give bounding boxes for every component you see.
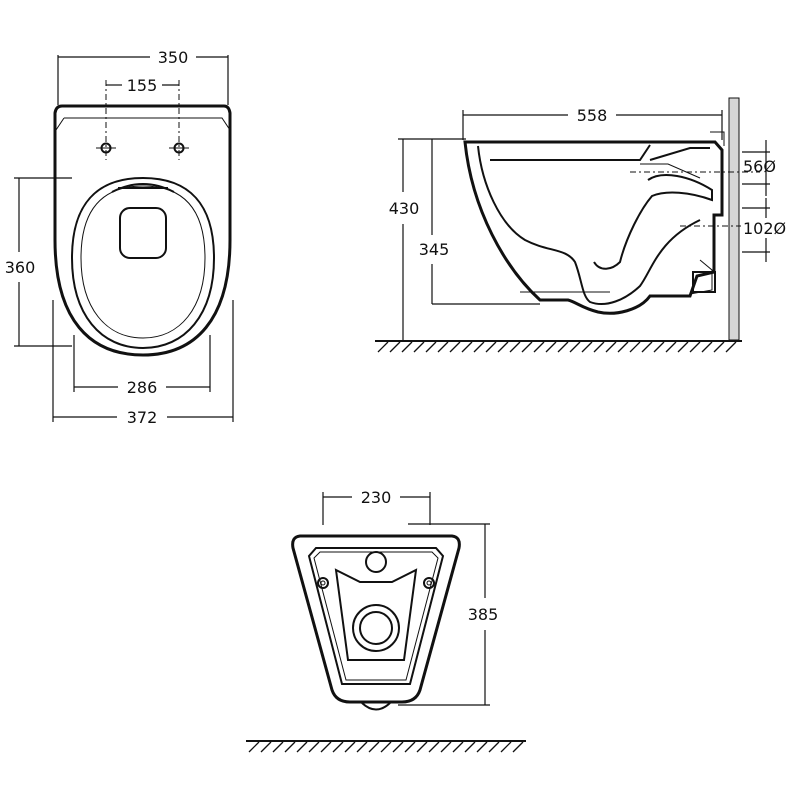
top-view-tank-opening <box>119 207 167 259</box>
top-view-seat-outer <box>70 176 216 350</box>
back-view-inner-panel <box>307 547 445 685</box>
side-view: 558 430 345 56Ø 102Ø <box>375 97 799 353</box>
outlet-diameter-dimension: 102Ø <box>743 219 786 238</box>
side-height-dimension: 430 <box>389 199 420 218</box>
back-view: 230 385 <box>246 488 526 753</box>
side-view-rim <box>490 144 710 161</box>
wall <box>728 97 740 341</box>
top-view-rim-line <box>55 117 231 131</box>
back-bolt-left-icon <box>317 577 329 589</box>
outer-width-dimension: 372 <box>127 408 158 427</box>
inlet-diameter-dimension: 56Ø <box>743 157 776 176</box>
back-height-dimension: 385 <box>468 605 499 624</box>
top-view-seat-inner <box>80 185 206 339</box>
top-depth-dimension: 360 <box>5 258 36 277</box>
side-view-bowl-outline <box>463 140 724 315</box>
back-view-outline <box>291 534 461 704</box>
side-inner-height-dimension: 345 <box>419 240 450 259</box>
side-view-inner-bowl <box>477 145 701 305</box>
side-floor-hatch <box>377 341 737 353</box>
inner-width-dimension: 286 <box>127 378 158 397</box>
bolt-spacing-dimension: 155 <box>127 76 158 95</box>
back-floor-hatch <box>248 741 524 753</box>
top-view: 350 155 360 286 372 <box>5 48 234 427</box>
top-view-bowl-outline <box>53 104 232 357</box>
back-view-inlet-icon <box>365 551 387 573</box>
top-view-seat-hinge <box>111 183 175 193</box>
side-length-dimension: 558 <box>577 106 608 125</box>
top-width-dimension: 350 <box>158 48 189 67</box>
back-view-inner-frame <box>334 568 418 661</box>
back-width-dimension: 230 <box>361 488 392 507</box>
back-view-outlet-icon <box>352 604 400 652</box>
side-view-trap <box>593 174 713 270</box>
back-bolt-right-icon <box>423 577 435 589</box>
